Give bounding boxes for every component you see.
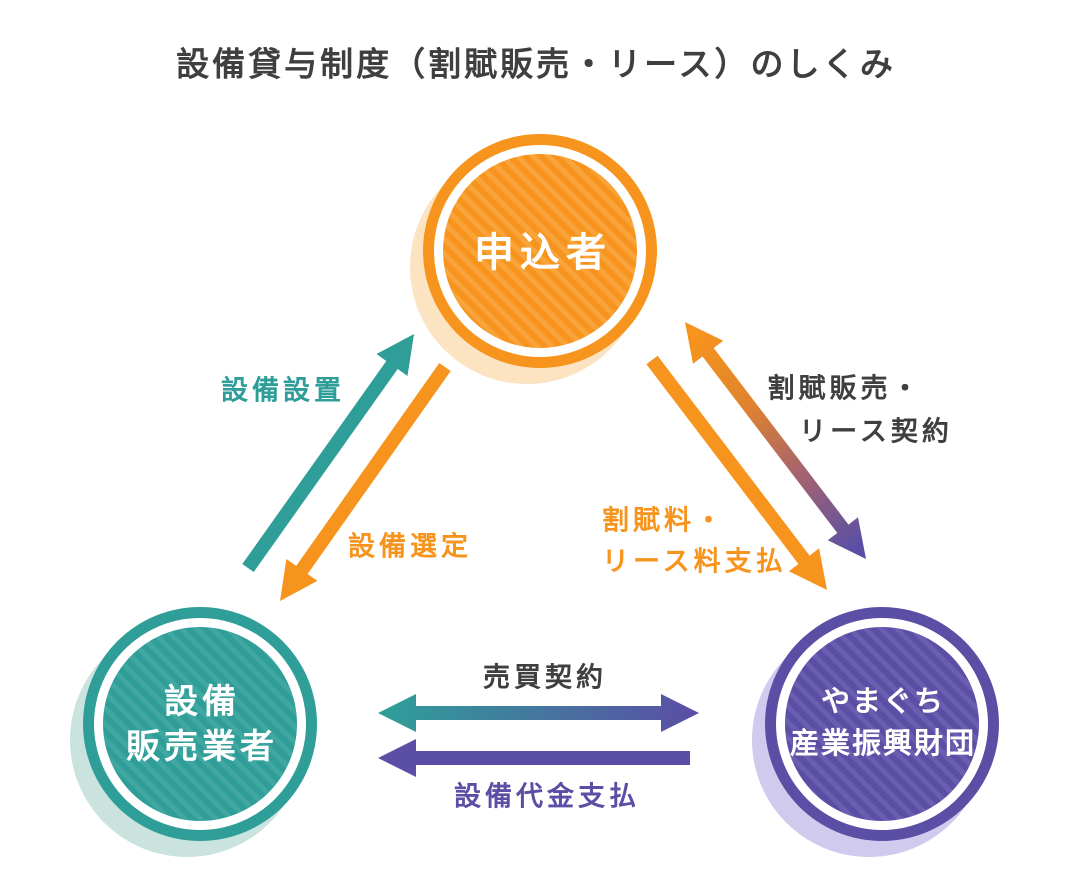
foundation-inner-disc: [785, 627, 979, 821]
vendor-label-line2: 販売業者: [126, 727, 278, 767]
sales-contract-arrow-shape: [378, 694, 699, 732]
diagram-title: 設備貸与制度（割賦販売・リース）のしくみ: [176, 45, 896, 84]
equipment-payment-arrow-shape: [378, 739, 690, 777]
foundation-node: やまぐち 産業振興財団: [752, 607, 999, 857]
lease-contract-label-line2: リース契約: [799, 416, 953, 448]
equipment-install-arrow-shape: [242, 334, 414, 572]
sales-contract-label: 売買契約: [483, 662, 607, 694]
arrow-lease-contract: [685, 322, 866, 559]
lease-payment-label-line1: 割賦料・: [602, 505, 726, 537]
arrow-equipment-install: [242, 334, 414, 572]
equipment-select-label: 設備選定: [348, 531, 472, 563]
lease-contract-arrow-shape: [685, 322, 866, 559]
foundation-label-line1: やまぐち: [821, 684, 945, 718]
lease-payment-arrow-shape: [646, 355, 827, 590]
vendor-node: 設備 販売業者: [70, 607, 317, 857]
equipment-select-arrow-shape: [280, 363, 451, 601]
equipment-install-label: 設備設置: [221, 375, 345, 407]
vendor-label-line1: 設備: [164, 682, 240, 722]
applicant-node: 申込者: [410, 134, 657, 384]
lease-contract-label-line1: 割賦販売・: [768, 373, 923, 405]
arrow-sales-contract: [378, 694, 699, 732]
arrow-lease-payment: [646, 355, 827, 590]
vendor-inner-disc: [103, 627, 297, 821]
equipment-payment-label: 設備代金支払: [454, 781, 640, 813]
lease-payment-label-line2: リース料支払: [602, 547, 787, 578]
arrow-equipment-payment: [378, 739, 690, 777]
arrow-equipment-select: [280, 363, 451, 601]
applicant-inner-disc: [443, 154, 637, 348]
applicant-label: 申込者: [474, 230, 612, 276]
foundation-label-line2: 産業振興財団: [790, 726, 976, 760]
